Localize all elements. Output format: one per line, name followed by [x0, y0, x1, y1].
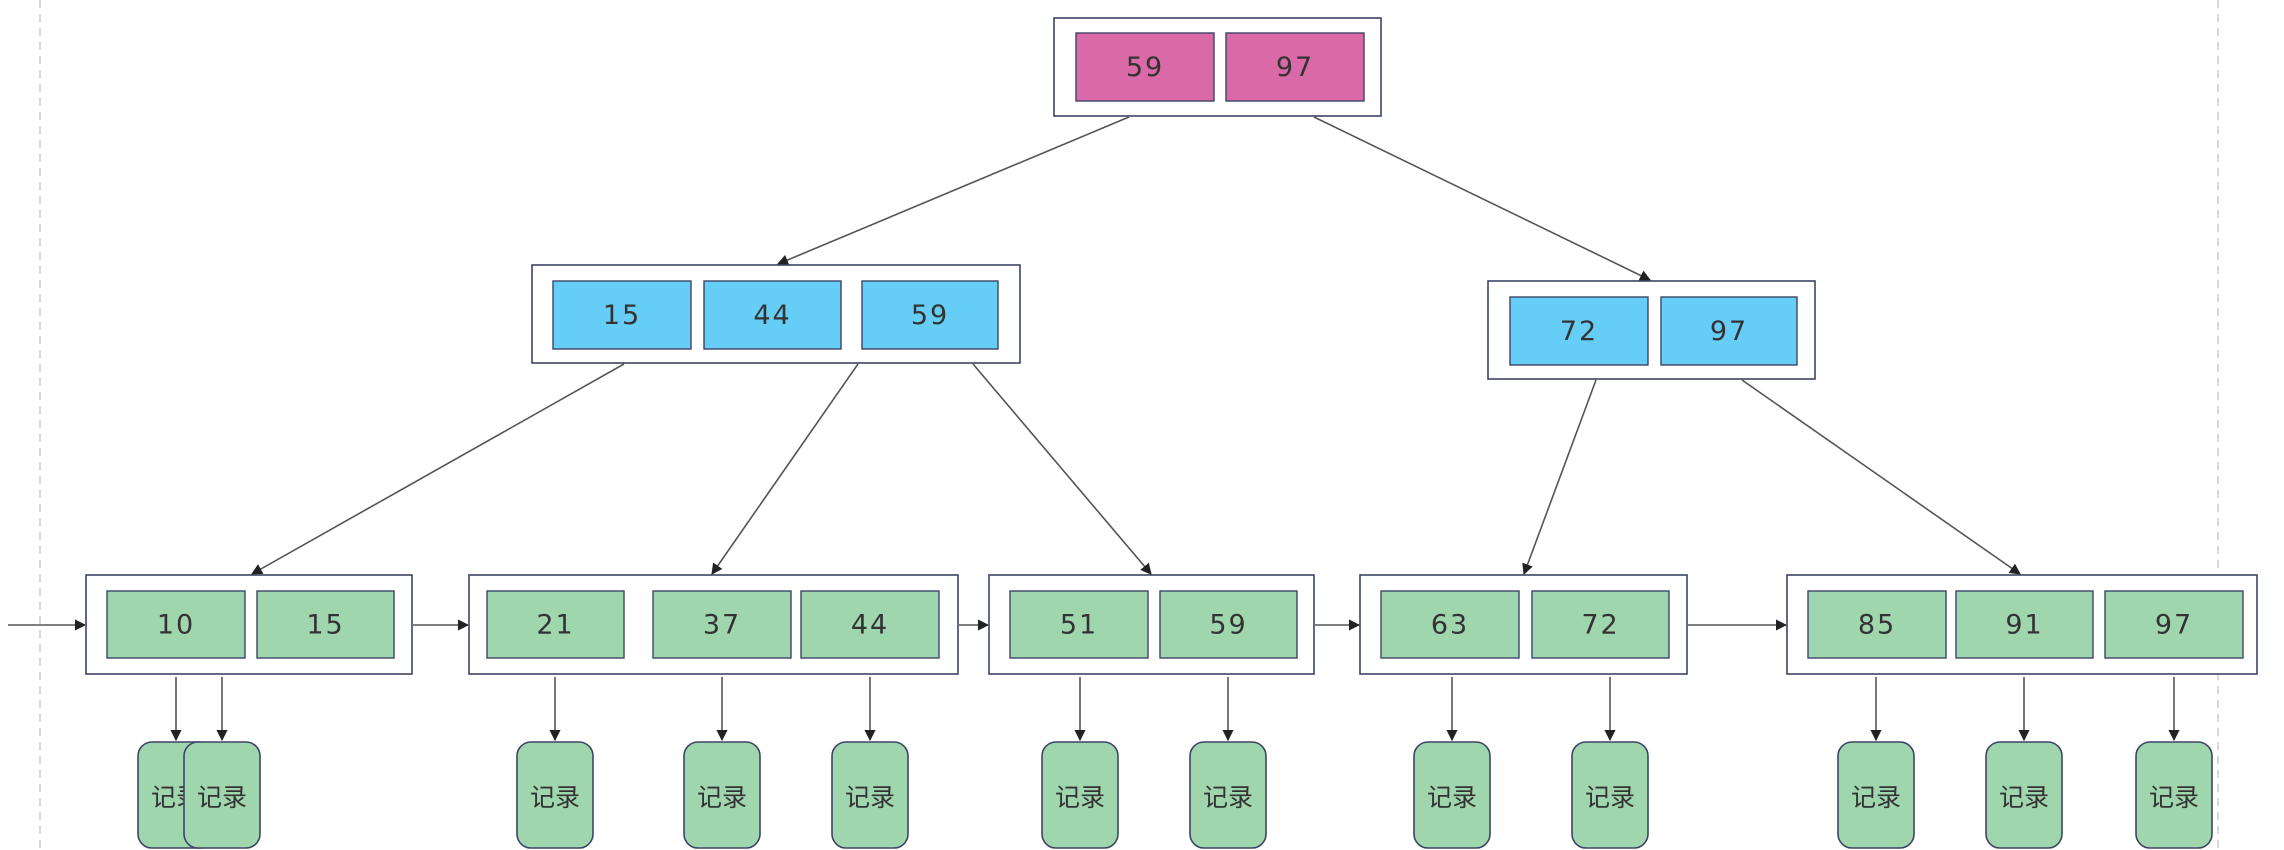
- root-node-key-cell: [1225, 32, 1365, 102]
- leaf-node-1: 10 15: [85, 574, 413, 675]
- leaf-node-2-key-label: 37: [703, 610, 741, 641]
- edge-int-right-to-leaf-4: [1522, 379, 1597, 576]
- record-label: 记录: [1427, 783, 1477, 812]
- edge-root-to-int-left: [776, 116, 1130, 266]
- leaf-node-4-key-cell: [1531, 590, 1670, 659]
- record-label: 记录: [1851, 783, 1901, 812]
- leaf-node-3: 51 59: [988, 574, 1315, 675]
- leaf-node-5-key-cell: [2104, 590, 2244, 659]
- record-box: [1189, 741, 1267, 849]
- leaf-node-3-key-cell: [1159, 590, 1298, 659]
- leaf-node-2-key-cell: [652, 590, 792, 659]
- internal-node-1-key-label: 44: [753, 300, 791, 331]
- internal-node-1-key-label: 59: [911, 300, 949, 331]
- edge-int-right-to-leaf-5: [1741, 379, 2021, 575]
- root-node-key-cell: [1075, 32, 1215, 102]
- nodes-layer: 59 97 15 44 59 72 97 10 15 21 37 44 51 59 63 72 85 91 97: [85, 17, 2258, 675]
- leaf-node-5-key-cell: [1955, 590, 2094, 659]
- leaf-node-2-key-label: 21: [536, 610, 574, 641]
- leaf-node-2-key-cell: [486, 590, 625, 659]
- leaf-node-1-key-cell: [106, 590, 246, 659]
- record-box: [683, 741, 761, 849]
- record-label: 记录: [2149, 783, 2199, 812]
- record-label: 记录: [1585, 783, 1635, 812]
- edge-root-to-int-right: [1313, 116, 1652, 281]
- record-box: [1837, 741, 1915, 849]
- record-box: [1041, 741, 1119, 849]
- record-label: 记录: [845, 783, 895, 812]
- leaf-node-1-key-label: 15: [306, 610, 344, 641]
- record-box: [183, 741, 261, 849]
- edges-layer: [8, 116, 2180, 742]
- leaf-node-1-key-label: 10: [157, 610, 195, 641]
- root-node-key-label: 97: [1276, 52, 1314, 83]
- leaf-node-5-key-cell: [1807, 590, 1947, 659]
- leaf-node-3-key-label: 51: [1060, 610, 1098, 641]
- record-box: [516, 741, 594, 849]
- leaf-node-4: 63 72: [1359, 574, 1688, 675]
- record-label: 记录: [197, 783, 247, 812]
- edge-int-left-to-leaf-1: [251, 363, 625, 575]
- record-label: 记录: [697, 783, 747, 812]
- record-box: [1571, 741, 1649, 849]
- internal-node-2-key-label: 97: [1710, 316, 1748, 347]
- record-box: [831, 741, 909, 849]
- record-label: 记录: [1055, 783, 1105, 812]
- internal-node-1-key-cell: [861, 280, 999, 350]
- leaf-node-3-key-cell: [1009, 590, 1149, 659]
- record-label: 记录: [1999, 783, 2049, 812]
- root-node-key-label: 59: [1126, 52, 1164, 83]
- internal-node-2: 72 97: [1487, 280, 1816, 380]
- leaf-node-4-key-label: 72: [1581, 610, 1619, 641]
- internal-node-1-key-label: 15: [603, 300, 641, 331]
- records-layer: 记录记录记录记录记录记录记录记录记录记录记录记录: [137, 741, 2213, 849]
- record-label: 记录: [530, 783, 580, 812]
- leaf-node-5-key-label: 97: [2155, 610, 2193, 641]
- leaf-node-5-key-label: 85: [1858, 610, 1896, 641]
- record-box: [1985, 741, 2063, 849]
- leaf-node-3-key-label: 59: [1209, 610, 1247, 641]
- internal-node-2-key-cell: [1509, 296, 1649, 366]
- leaf-node-2-key-label: 44: [851, 610, 889, 641]
- internal-node-2-key-label: 72: [1560, 316, 1598, 347]
- leaf-node-2: 21 37 44: [468, 574, 959, 675]
- edge-int-left-to-leaf-2: [711, 363, 859, 575]
- internal-node-1-key-cell: [552, 280, 692, 350]
- leaf-node-5-key-label: 91: [2005, 610, 2043, 641]
- record-box: [2135, 741, 2213, 849]
- internal-node-1-key-cell: [703, 280, 842, 350]
- edge-int-left-to-leaf-3: [972, 363, 1152, 575]
- leaf-node-2-key-cell: [800, 590, 940, 659]
- leaf-node-4-key-cell: [1380, 590, 1520, 659]
- internal-node-1: 15 44 59: [531, 264, 1021, 364]
- record-box: [1413, 741, 1491, 849]
- root-node: 59 97: [1053, 17, 1382, 117]
- internal-node-2-key-cell: [1660, 296, 1798, 366]
- leaf-node-5: 85 91 97: [1786, 574, 2258, 675]
- leaf-node-1-key-cell: [256, 590, 395, 659]
- record-label: 记录: [1203, 783, 1253, 812]
- leaf-node-4-key-label: 63: [1431, 610, 1469, 641]
